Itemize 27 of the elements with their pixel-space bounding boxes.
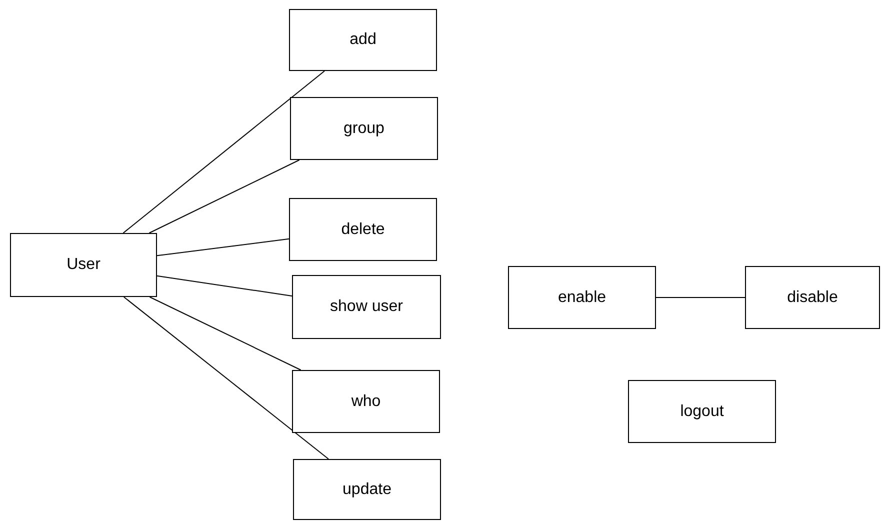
process-box xyxy=(292,275,441,339)
process-box xyxy=(293,459,441,520)
process-box xyxy=(10,233,157,297)
box-label: show user xyxy=(330,297,403,317)
connector-line xyxy=(156,238,290,256)
connector-line xyxy=(123,296,329,460)
connector-line xyxy=(656,297,746,298)
connector-line xyxy=(156,275,292,296)
box-label: enable xyxy=(558,288,606,308)
process-box xyxy=(628,380,776,443)
box-label: disable xyxy=(787,288,838,308)
box-label: who xyxy=(351,392,381,412)
box-label: group xyxy=(344,118,384,138)
process-box xyxy=(745,266,880,329)
process-box xyxy=(508,266,656,329)
box-label: logout xyxy=(680,402,724,422)
process-box xyxy=(289,198,437,261)
process-box xyxy=(292,370,440,433)
box-label: delete xyxy=(341,220,385,240)
box-label: User xyxy=(66,255,100,275)
process-box xyxy=(289,9,437,71)
process-box xyxy=(290,97,438,160)
connector-line xyxy=(148,160,300,234)
connector-line xyxy=(149,296,302,370)
box-label: add xyxy=(350,30,376,50)
box-label: update xyxy=(342,480,392,500)
connector-line xyxy=(122,70,325,234)
